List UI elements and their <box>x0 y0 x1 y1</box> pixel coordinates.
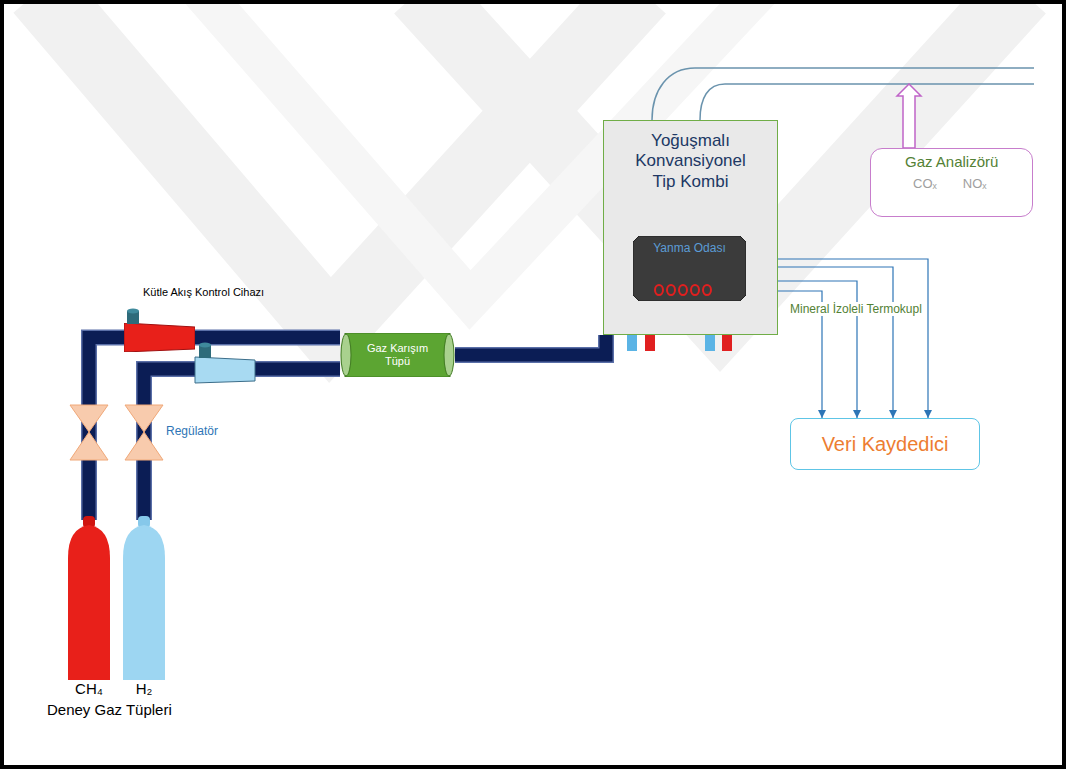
hot-water-outlet <box>722 335 732 351</box>
gas-pipe <box>195 337 340 338</box>
pipe-core <box>195 331 340 344</box>
burner-flame <box>679 285 687 295</box>
cylinder-body <box>123 525 165 680</box>
gas-formula: H₂ <box>113 680 175 697</box>
hot-water-outlet <box>645 335 655 351</box>
pipe-outline <box>455 335 606 355</box>
flue-pipe-line <box>700 84 1034 120</box>
yanma-node: Yanma Odası <box>633 236 746 301</box>
pipe-core <box>144 369 340 520</box>
cylinder-shape <box>68 516 110 680</box>
gas-pipe <box>455 335 606 355</box>
pipe-core <box>89 338 124 521</box>
burner-flame <box>667 285 675 295</box>
knob-top <box>127 309 139 314</box>
sampling-arrow <box>897 84 921 148</box>
valve-half <box>70 432 108 460</box>
burner-flame <box>703 285 711 295</box>
burner-flame <box>655 285 663 295</box>
chamber-outline <box>633 236 746 301</box>
annotation-label: Mineral İzoleli Termokupl <box>788 302 924 316</box>
veri-node: Veri Kaydedici <box>790 418 980 470</box>
gas-cylinder <box>68 516 110 680</box>
pipe-core <box>455 335 606 355</box>
pipe-outline <box>144 369 340 520</box>
cold-water-inlet <box>705 335 715 351</box>
chamber-title: Yanma Odası <box>633 236 746 255</box>
regulator-valve <box>125 405 163 460</box>
gas-species: NOₓ <box>963 176 987 191</box>
cylinder-body <box>68 525 110 680</box>
annotation-label: Regülatör <box>166 424 218 438</box>
controller-body <box>124 323 195 352</box>
gas-cylinder <box>123 516 165 680</box>
gas-pipe <box>144 369 340 520</box>
mass-flow-controller <box>195 343 255 384</box>
cylinder-caption: CH₄ <box>58 680 120 697</box>
mfc-node: Kütle Akış Kontrol Cihazı <box>118 286 288 352</box>
cyl-node: H₂ <box>123 516 165 708</box>
valve-half <box>70 405 108 432</box>
tube-end <box>341 334 351 376</box>
annotation-label: Deney Gaz Tüpleri <box>47 701 172 718</box>
controller-shape <box>124 323 195 352</box>
flue-pipe-line <box>652 68 1034 120</box>
tube-node: Gaz Karışım Tüpü <box>340 333 455 377</box>
cylinder-caption: H₂ <box>113 680 175 697</box>
tube-body <box>345 333 450 377</box>
tube-label: Gaz Karışım Tüpü <box>358 342 438 367</box>
kombi-node: Yoğuşmalı Konvansiyonel Tip KombiYanma O… <box>603 120 778 335</box>
analyzer-node: Gaz AnalizörüCOₓ NOₓ <box>870 148 1033 217</box>
valve-half <box>125 432 163 460</box>
controller-outline <box>124 323 195 352</box>
analyzer-title: Gaz Analizörü <box>871 149 1032 170</box>
cold-water-inlet <box>627 335 637 351</box>
controller-knob <box>126 308 140 324</box>
valve-half <box>125 405 163 432</box>
tube-end <box>444 334 454 376</box>
burner-flame <box>691 285 699 295</box>
device-label: Kütle Akış Kontrol Cihazı <box>118 286 288 298</box>
gas-pipe <box>89 338 124 521</box>
cyl-node: CH₄ <box>68 516 110 708</box>
regulator-valve <box>70 405 108 460</box>
gas-formula: CH₄ <box>58 680 120 697</box>
pipe-outline <box>195 330 340 346</box>
logger-title: Veri Kaydedici <box>814 433 957 456</box>
pipe-outline <box>89 338 124 521</box>
cylinder-shape <box>123 516 165 680</box>
analyzer-readings: COₓ NOₓ <box>871 170 1032 191</box>
device-title: Yoğuşmalı Konvansiyonel Tip Kombi <box>604 121 777 192</box>
controller-body <box>195 357 255 383</box>
controller-knob <box>199 343 211 348</box>
gas-species: COₓ <box>913 176 937 191</box>
